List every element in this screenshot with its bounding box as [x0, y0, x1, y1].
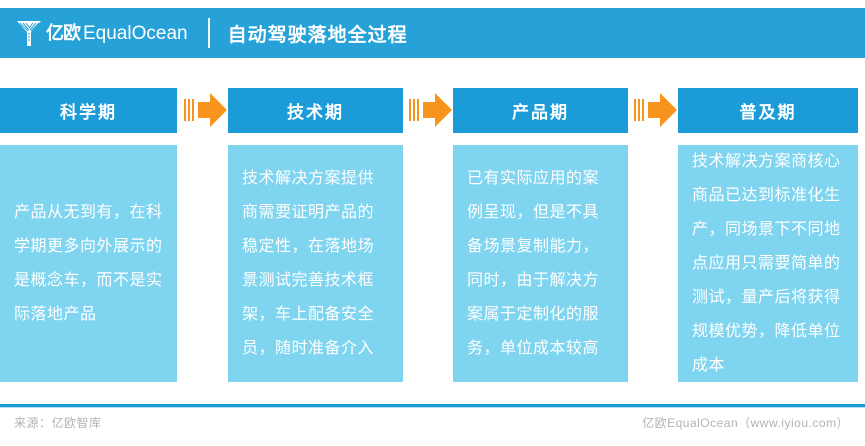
stage-body-text-3: 已有实际应用的案例呈现，但是不具备场景复制能力，同时，由于解决方案属于定制化的服… [467, 169, 600, 357]
stage-body-1: 产品从无到有，在科学期更多向外展示的是概念车，而不是实际落地产品 [0, 145, 177, 382]
arrow-head-icon [423, 93, 452, 127]
footer-source: 来源：亿欧智库 [14, 416, 102, 430]
stage-body-text-1: 产品从无到有，在科学期更多向外展示的是概念车，而不是实际落地产品 [14, 203, 163, 323]
logo-text-cn: 亿欧 [46, 23, 81, 43]
logo-text-en: EqualOcean [83, 22, 188, 44]
stage-body-row: 产品从无到有，在科学期更多向外展示的是概念车，而不是实际落地产品 技术解决方案提… [0, 145, 865, 382]
arrow-head-icon [648, 93, 677, 127]
stage-label-1: 科学期 [60, 103, 117, 122]
stage-body-2: 技术解决方案提供商需要证明产品的稳定性，在落地场景测试完善技术框架，车上配备安全… [228, 145, 403, 382]
header-divider [207, 18, 210, 48]
arrow-bars-icon [634, 99, 646, 121]
stage-label-2: 技术期 [287, 103, 344, 122]
stage-header-2[interactable]: 技术期 [228, 88, 403, 133]
stage-header-3[interactable]: 产品期 [453, 88, 628, 133]
stage-body-text-2: 技术解决方案提供商需要证明产品的稳定性，在落地场景测试完善技术框架，车上配备安全… [242, 169, 375, 357]
page-title: 自动驾驶落地全过程 [227, 24, 408, 46]
arrow-stage-1-to-2 [184, 93, 227, 127]
stage-label-4: 普及期 [739, 103, 797, 122]
arrow-head-icon [198, 93, 227, 127]
stage-body-text-4: 技术解决方案商核心商品已达到标准化生产，同场景下不同地点应用只需要简单的测试，量… [692, 152, 841, 374]
equalocean-tree-logo-icon [17, 21, 41, 46]
footer-divider [0, 404, 865, 408]
stage-body-4: 技术解决方案商核心商品已达到标准化生产，同场景下不同地点应用只需要简单的测试，量… [678, 145, 858, 382]
arrow-stage-3-to-4 [634, 93, 677, 127]
page-header: 亿欧 EqualOcean 自动驾驶落地全过程 [0, 8, 865, 58]
stage-body-3: 已有实际应用的案例呈现，但是不具备场景复制能力，同时，由于解决方案属于定制化的服… [453, 145, 628, 382]
stage-header-4[interactable]: 普及期 [678, 88, 858, 133]
footer-credit: 亿欧EqualOcean（www.iyiou.com） [642, 416, 849, 430]
stage-header-row: 科学期 技术期 产品期 普及期 [0, 88, 865, 133]
arrow-bars-icon [409, 99, 421, 121]
arrow-bars-icon [184, 99, 196, 121]
brand-logo: 亿欧 EqualOcean [16, 19, 188, 47]
arrow-stage-2-to-3 [409, 93, 452, 127]
stage-label-3: 产品期 [512, 103, 569, 122]
stage-header-1[interactable]: 科学期 [0, 88, 177, 133]
